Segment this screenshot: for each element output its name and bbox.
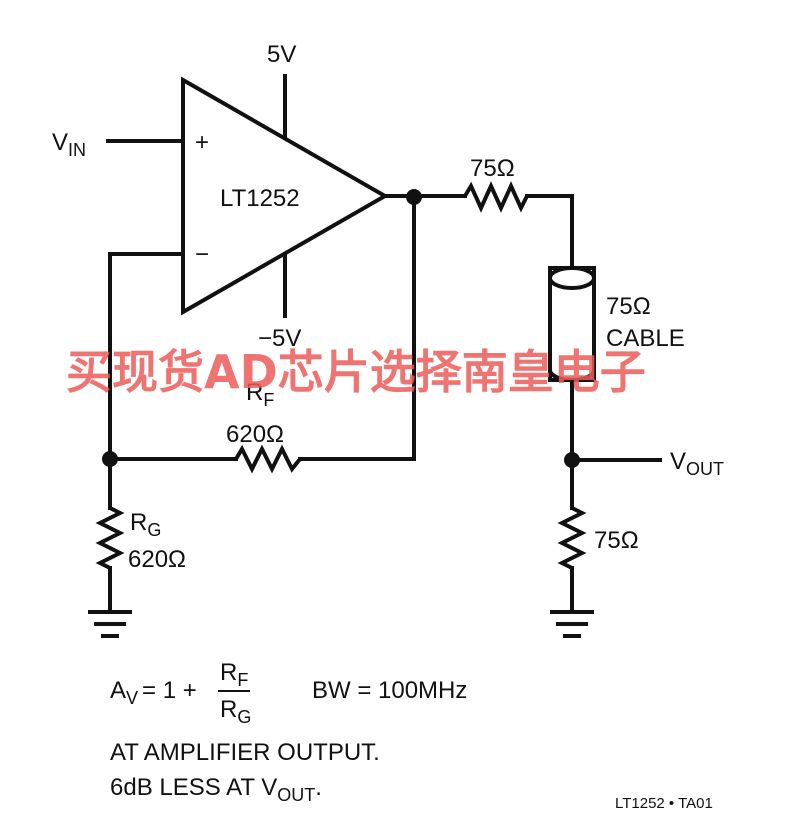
rf-value-label: 620Ω [226, 421, 284, 448]
vin-label: VIN [52, 129, 86, 160]
series-resistor-wire [525, 194, 574, 270]
ground-symbol-left [88, 610, 132, 638]
svg-text:RG: RG [220, 696, 251, 727]
gain-equation: AV= 1 + RF RG [110, 659, 251, 727]
rg-name-label: RG [130, 509, 161, 540]
series-resistor-label: 75Ω [470, 155, 515, 182]
rf-resistor [234, 444, 302, 474]
opamp-plus-label: + [195, 129, 209, 156]
coax-cable [548, 266, 596, 382]
rg-resistor [95, 506, 125, 570]
figure-id: LT1252 • TA01 [615, 795, 713, 812]
rf-name-label: RF [246, 379, 274, 410]
svg-text:AV= 1 +: AV= 1 + [110, 677, 197, 708]
series-resistor [463, 181, 529, 213]
opamp-vneg-label: −5V [258, 325, 301, 352]
opamp-name-label: LT1252 [220, 185, 300, 212]
cable-name-label: CABLE [606, 325, 685, 352]
svg-text:RF: RF [220, 659, 248, 690]
bandwidth-label: BW = 100MHz [312, 677, 467, 704]
cable-value-label: 75Ω [606, 293, 651, 320]
rg-value-label: 620Ω [128, 546, 186, 573]
opamp-vpos-label: 5V [267, 41, 296, 68]
vout-label: VOUT [670, 448, 724, 479]
ground-symbol-right [550, 610, 594, 638]
opamp-minus-label: − [195, 241, 209, 268]
watermark-text: 买现货AD芯片选择南皇电子 [66, 345, 646, 399]
inverting-input-wire [108, 252, 185, 461]
load-resistor [557, 506, 587, 570]
note-line-1: AT AMPLIFIER OUTPUT. [110, 739, 380, 766]
note-line-2: 6dB LESS AT VOUT. [110, 774, 322, 805]
feedback-wire [298, 195, 416, 461]
load-resistor-label: 75Ω [594, 527, 639, 554]
